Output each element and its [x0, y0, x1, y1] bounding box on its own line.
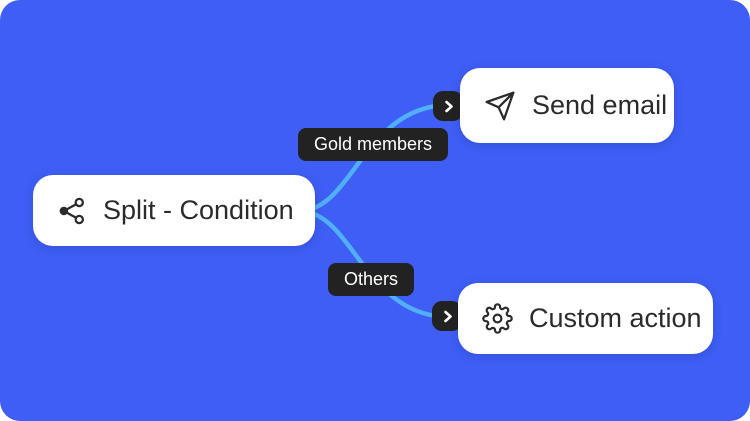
connect-send-email-button[interactable] — [433, 91, 463, 121]
node-split-condition[interactable]: Split - Condition — [33, 175, 315, 246]
node-custom-action-label: Custom action — [529, 303, 702, 333]
node-send-email[interactable]: Send email — [460, 68, 674, 143]
node-send-email-label: Send email — [532, 90, 668, 120]
node-custom-action[interactable]: Custom action — [458, 283, 713, 354]
chevron-right-icon — [444, 100, 453, 112]
send-paper-plane-icon — [484, 90, 516, 122]
gear-icon — [482, 303, 513, 334]
branch-label-others-text: Others — [344, 269, 399, 289]
connect-custom-action-button[interactable] — [432, 301, 462, 331]
chevron-right-icon — [443, 310, 452, 322]
branch-label-gold-members[interactable]: Gold members — [298, 128, 449, 161]
branch-label-gold-members-text: Gold members — [314, 134, 433, 154]
branch-label-others[interactable]: Others — [328, 263, 415, 296]
split-share-icon — [57, 196, 87, 226]
node-split-condition-label: Split - Condition — [103, 195, 294, 225]
